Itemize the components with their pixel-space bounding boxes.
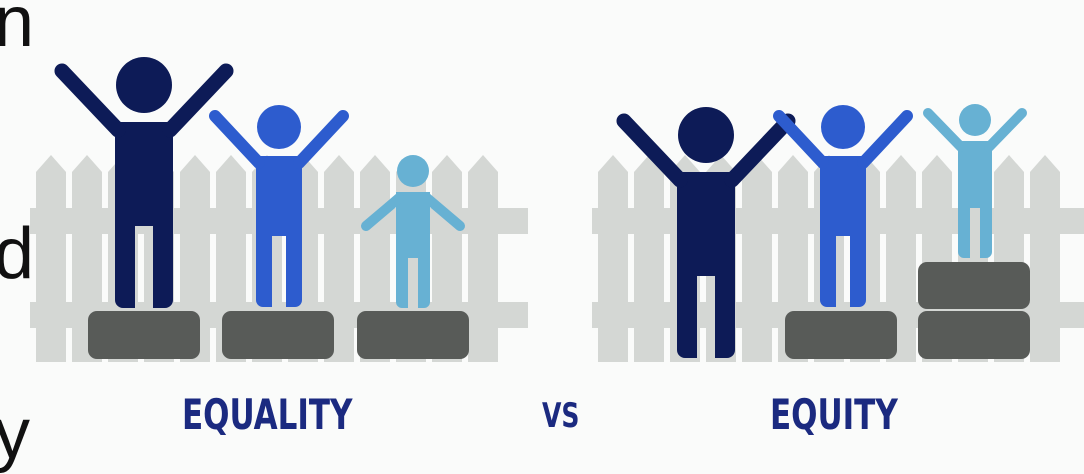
box-under-short-person [357,311,469,359]
fence-picket [1030,155,1060,362]
box-under-medium-person [785,311,897,359]
box-under-medium-person [222,311,334,359]
fence-picket [598,155,628,362]
equity-panel [624,104,1030,359]
fence-picket [36,155,66,362]
vs-label: VS [542,399,579,433]
box-under-short-person-lower [918,311,1030,359]
equity-label: EQUITY [770,394,898,436]
fence-picket [634,155,664,362]
fence-picket [742,155,772,362]
box-under-tall-person [88,311,200,359]
equality-label: EQUALITY [182,394,352,436]
fence-picket [468,155,498,362]
equality-panel [62,57,469,359]
box-under-short-person-upper [918,262,1030,309]
